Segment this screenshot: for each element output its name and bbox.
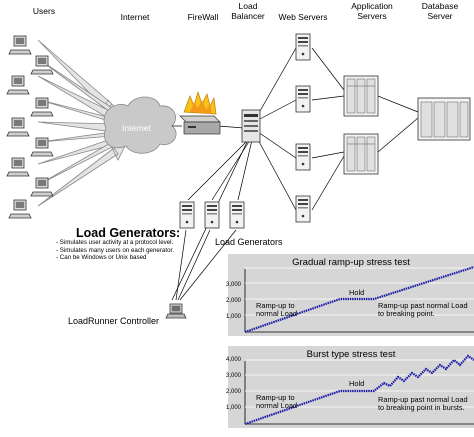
annotation-rampup: Ramp-up to normal Load xyxy=(256,301,298,319)
annotation-hold: Hold xyxy=(349,379,365,388)
header-web-servers: Web Servers xyxy=(278,12,328,22)
y-tick-label: 1,000 xyxy=(226,314,242,320)
y-tick-label: 3,000 xyxy=(226,373,242,379)
chart-title: Gradual ramp-up stress test xyxy=(292,257,410,268)
user-arrows xyxy=(37,39,127,207)
bullet-item: - Simulates user activity at a protocol … xyxy=(56,239,174,246)
y-tick-label: 2,000 xyxy=(226,298,242,304)
chart-title: Burst type stress test xyxy=(306,349,396,360)
header-internet: Internet xyxy=(120,12,150,22)
load-series-line xyxy=(244,265,474,334)
bullet-item: - Simulates many users on each generator… xyxy=(56,246,174,254)
y-tick-label: 4,000 xyxy=(226,357,242,363)
load-generators-title: Load Generators: xyxy=(76,226,181,240)
bullet-item: - Can be Windows or Unix based xyxy=(56,254,147,262)
header-app-servers: Application Servers xyxy=(351,1,393,21)
y-tick-label: 2,000 xyxy=(226,389,242,395)
annotation-past: Ramp-up past normal Load to breaking poi… xyxy=(378,395,468,413)
load-balancer xyxy=(241,109,261,143)
chart-burst: Burst type stress test 4,000 3,000 2,000… xyxy=(226,346,474,428)
header-db-server: Database Server xyxy=(421,1,459,21)
chart-burst-plot xyxy=(244,354,474,426)
loadrunner-controller-label: LoadRunner Controller xyxy=(68,316,160,326)
firewall xyxy=(179,90,221,135)
header-load-balancer: Load Balancer xyxy=(231,1,265,21)
chart-gradual-rampup: Gradual ramp-up stress test 3,000 2,000 … xyxy=(226,254,474,336)
annotation-rampup: Ramp-up to normal Load xyxy=(256,393,298,411)
header-firewall: FireWall xyxy=(187,12,219,22)
annotation-hold: Hold xyxy=(349,288,365,297)
database-server xyxy=(417,97,471,141)
load-generators-label: Load Generators xyxy=(215,237,283,247)
load-series-line xyxy=(244,354,474,426)
y-tick-label: 3,000 xyxy=(226,282,242,288)
annotation-past: Ramp-up past normal Load to breaking poi… xyxy=(378,301,468,319)
y-tick-label: 1,000 xyxy=(226,405,242,411)
header-users: Users xyxy=(32,6,56,16)
chart-gradual-plot xyxy=(244,265,474,334)
internet-cloud-label: Internet xyxy=(122,123,151,133)
load-generators-bullets: - Simulates user activity at a protocol … xyxy=(56,239,174,262)
